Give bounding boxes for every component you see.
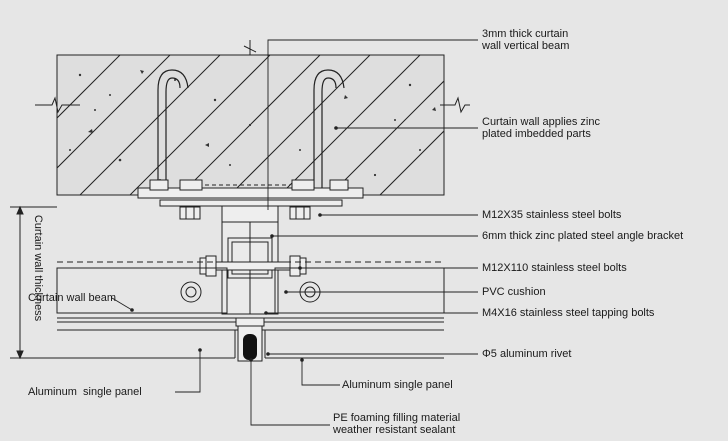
thickness-dimension — [10, 205, 57, 360]
label-angle-bracket: 6mm thick zinc plated steel angle bracke… — [482, 230, 684, 242]
label-panel-right: Aluminum single panel — [342, 379, 453, 391]
leader-lines — [175, 39, 478, 426]
embedded-anchors — [157, 69, 345, 188]
sealant-joint — [235, 317, 265, 362]
label-pvc-cushion: PVC cushion — [482, 286, 546, 298]
leader-dots — [130, 126, 338, 362]
label-beam: Curtain wall beam — [28, 292, 117, 304]
label-panel-left: Aluminum single panel — [28, 386, 142, 398]
label-bolts-m12x110: M12X110 stainless steel bolts — [482, 262, 627, 274]
label-rivet: Φ5 aluminum rivet — [482, 348, 572, 360]
label-tapping-bolts: M4X16 stainless steel tapping bolts — [482, 307, 655, 319]
concrete-slab — [35, 40, 470, 196]
label-bolts-m12x35: M12X35 stainless steel bolts — [482, 209, 622, 221]
label-vertical-beam: 3mm thick curtain wall vertical beam — [482, 28, 570, 52]
label-thickness: Curtain wall thickness — [32, 214, 44, 322]
label-embedded-parts: Curtain wall applies zinc plated imbedde… — [482, 116, 600, 140]
label-sealant: PE foaming filling material weather resi… — [333, 412, 461, 436]
through-bolt — [199, 255, 307, 277]
